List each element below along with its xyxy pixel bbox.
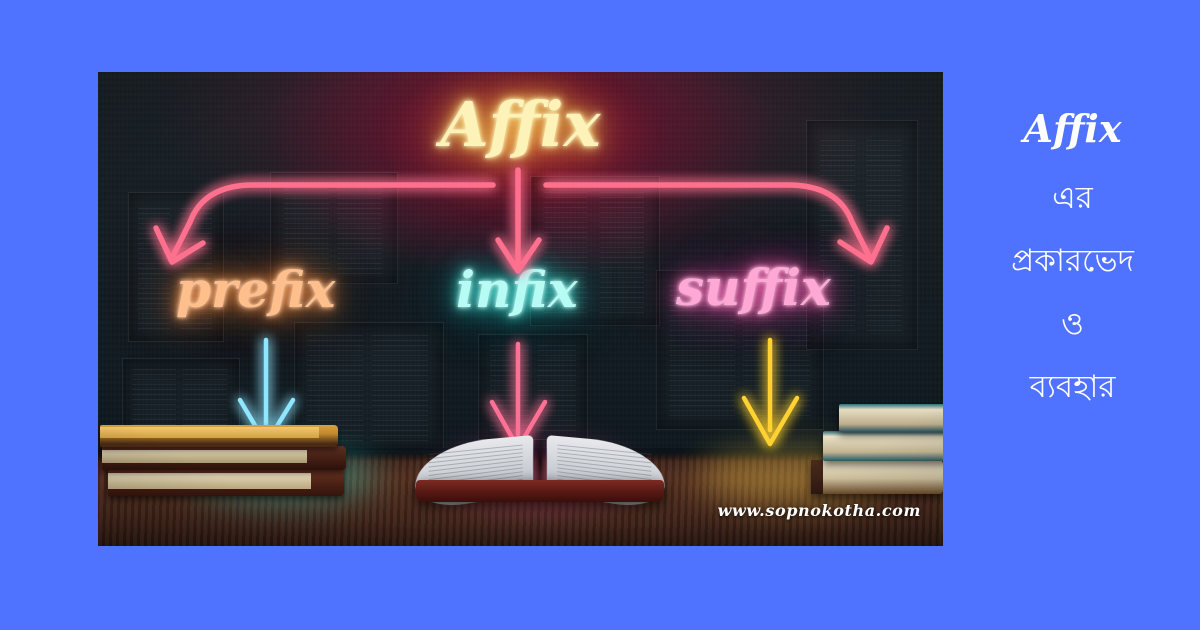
neon-label-affix: Affix — [440, 88, 601, 161]
book — [100, 425, 338, 447]
neon-diagram-image: Affix prefix infix suffix — [98, 72, 943, 546]
book-cover — [416, 480, 664, 502]
watermark: www.sopnokotha.com — [717, 501, 921, 520]
book-stack-left — [100, 410, 350, 496]
side-text-column: Affix এর প্রকারভেদ ও ব্যবহার — [945, 90, 1200, 520]
neon-label-prefix: prefix — [176, 260, 336, 319]
side-line-o: ও — [1061, 306, 1084, 341]
open-book-center — [415, 426, 665, 512]
side-line-affix: Affix — [1023, 106, 1122, 151]
book-stack-right — [809, 354, 943, 494]
side-line-er: এর — [1052, 180, 1093, 215]
side-line-prokarbhed: প্রকারভেদ — [1011, 243, 1134, 278]
wall-poster — [478, 334, 588, 440]
neon-label-infix: infix — [456, 260, 578, 319]
book — [839, 404, 943, 432]
book — [811, 460, 943, 494]
side-line-bybohar: ব্যবহার — [1029, 369, 1116, 404]
book — [108, 469, 344, 496]
book — [102, 446, 346, 470]
neon-label-suffix: suffix — [676, 258, 831, 317]
book — [823, 431, 943, 461]
